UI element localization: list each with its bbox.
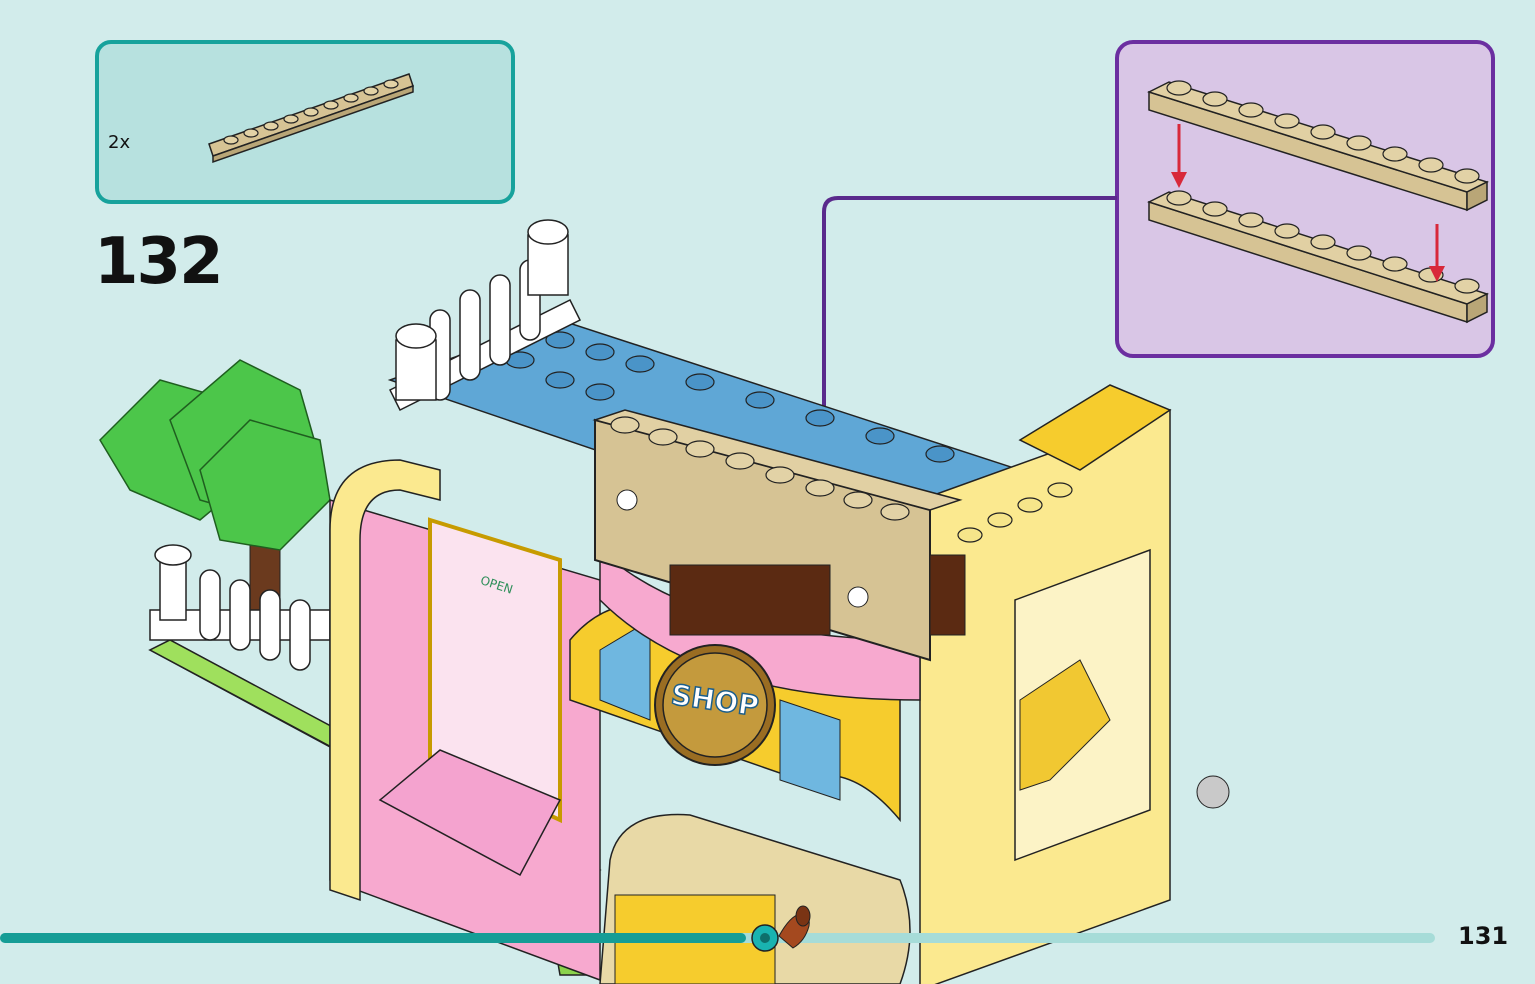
progress-fill: [0, 933, 747, 943]
parts-list-box: [95, 40, 515, 204]
progress-marker-dog-icon: [745, 896, 815, 956]
page-number: 131: [1458, 922, 1509, 950]
step-number: 132: [94, 225, 224, 299]
shop-sign-text: SHOP: [668, 677, 761, 723]
plate-stacking-diagram: [1147, 80, 1489, 324]
part-quantity: 2x: [108, 132, 131, 153]
callout-box: [1115, 40, 1495, 358]
tan-plate-1x10-icon: [208, 73, 414, 164]
open-sign-text: OPEN: [478, 573, 515, 597]
